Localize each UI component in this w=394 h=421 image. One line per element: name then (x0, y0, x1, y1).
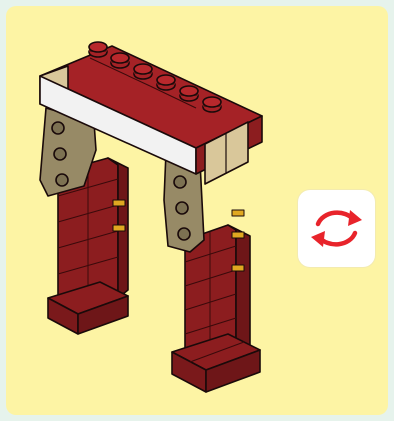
rotate-arrows-icon (298, 190, 375, 267)
rotate-button[interactable] (298, 190, 375, 267)
